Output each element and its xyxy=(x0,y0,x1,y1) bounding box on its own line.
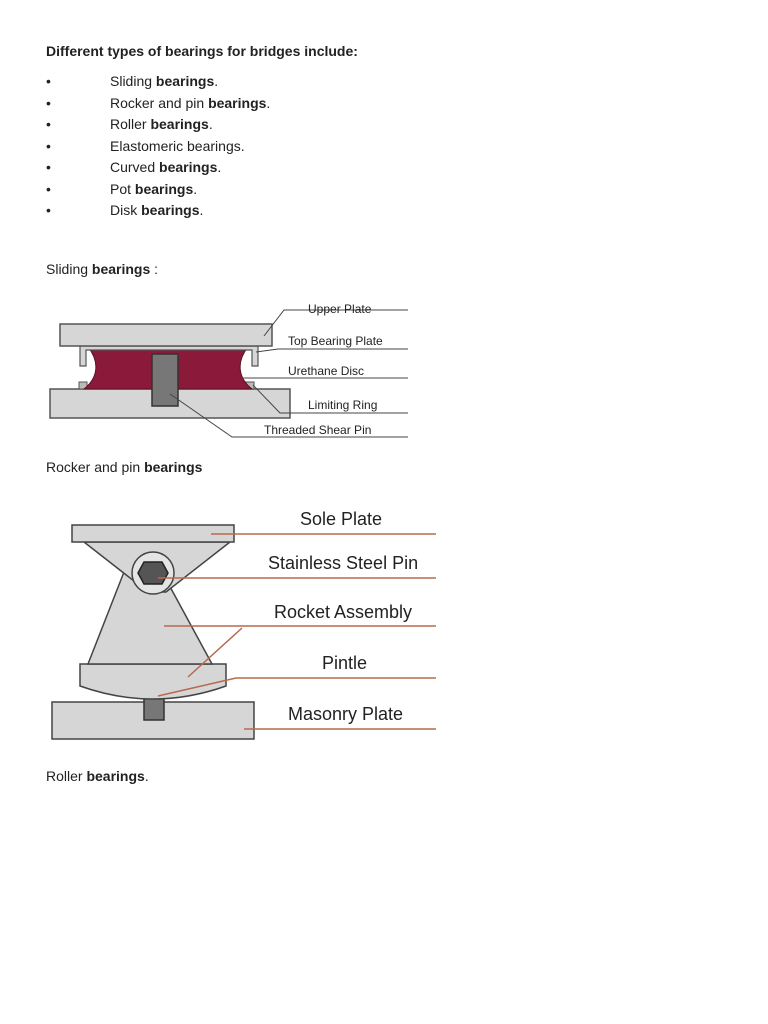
stainless-steel-pin xyxy=(137,561,169,585)
sliding-bearing-diagram: Upper Plate Top Bearing Plate Urethane D… xyxy=(49,302,408,438)
item-tail: . xyxy=(199,202,204,218)
upper-plate xyxy=(59,323,273,347)
label-rocket-assembly: Rocket Assembly xyxy=(274,602,412,622)
rocker-base xyxy=(79,663,227,700)
label-pintle: Pintle xyxy=(322,653,367,673)
item-bold: bearings xyxy=(159,159,218,175)
item-tail: . xyxy=(193,180,198,197)
item-tail: . xyxy=(217,159,222,175)
leader-top-bearing-plate xyxy=(255,348,408,353)
sliding-section-title: Sliding bearings : xyxy=(46,261,159,277)
page-heading: Different types of bearings for bridges … xyxy=(46,43,358,59)
item-text: Elastomeric bearings. xyxy=(110,137,245,154)
rocker-section-title: Rocker and pin bearings xyxy=(46,459,203,475)
item-text: Sliding xyxy=(110,73,156,89)
bullet: • xyxy=(46,94,51,111)
bullet: • xyxy=(46,202,51,218)
label-sole-plate: Sole Plate xyxy=(300,509,382,529)
leader-upper-plate xyxy=(263,309,408,337)
leader-pintle xyxy=(157,677,436,697)
label-masonry-plate: Masonry Plate xyxy=(288,704,403,724)
bullet: • xyxy=(46,73,51,89)
label-limiting-ring: Limiting Ring xyxy=(308,398,377,412)
label-upper-plate: Upper Plate xyxy=(308,302,372,316)
leader-rocket-assembly-diag xyxy=(187,627,243,678)
bullet: • xyxy=(46,159,51,175)
bullet: • xyxy=(46,116,51,132)
label-urethane-disc: Urethane Disc xyxy=(288,364,364,378)
item-bold: bearings xyxy=(208,94,267,111)
item-text: Rocker and pin xyxy=(110,94,209,111)
item-text: Curved xyxy=(110,159,160,175)
item-text: Roller xyxy=(110,116,151,132)
roller-section-title: Roller bearings. xyxy=(46,768,149,784)
item-bold: bearings xyxy=(134,180,194,197)
label-threaded-shear-pin: Threaded Shear Pin xyxy=(264,423,371,437)
threaded-shear-pin xyxy=(151,353,179,407)
sole-plate xyxy=(71,524,235,543)
limiting-ring-left xyxy=(78,381,88,390)
item-tail: . xyxy=(208,116,213,132)
item-tail: . xyxy=(214,73,219,89)
item-text: Pot xyxy=(110,180,135,197)
item-tail: . xyxy=(266,94,271,111)
item-text: Disk xyxy=(110,202,142,218)
leader-limiting-ring xyxy=(252,384,408,414)
rocker-pin-bearing-diagram: Sole Plate Stainless Steel Pin Rocket As… xyxy=(51,509,436,740)
label-stainless-steel-pin: Stainless Steel Pin xyxy=(268,553,418,573)
item-bold: bearings xyxy=(155,73,215,89)
bullet: • xyxy=(46,137,51,154)
label-top-bearing-plate: Top Bearing Plate xyxy=(288,334,383,348)
item-bold: bearings xyxy=(150,116,209,132)
bullet: • xyxy=(46,180,51,197)
leader-threaded-shear-pin xyxy=(169,393,408,438)
top-bearing-plate xyxy=(79,345,259,367)
item-bold: bearings xyxy=(141,202,200,218)
